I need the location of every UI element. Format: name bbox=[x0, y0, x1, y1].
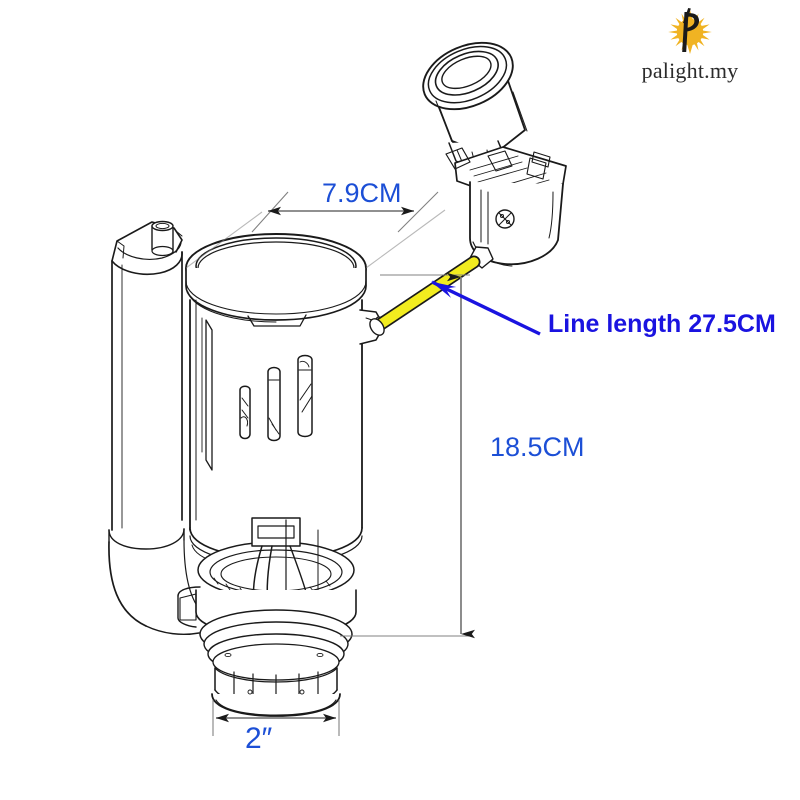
body-slot-group bbox=[239, 354, 313, 442]
threaded-outlet-base bbox=[177, 586, 357, 717]
callout-arrow-cable-length bbox=[431, 280, 541, 336]
overflow-tube bbox=[108, 220, 201, 635]
bracket-screw bbox=[495, 209, 515, 229]
main-valve-body bbox=[185, 233, 385, 531]
dimension-lines bbox=[185, 191, 475, 736]
yellow-actuator-cable bbox=[369, 255, 481, 336]
push-button-assembly bbox=[422, 41, 528, 169]
mounting-bracket bbox=[445, 146, 567, 269]
flapper-seal-assembly bbox=[189, 517, 363, 616]
